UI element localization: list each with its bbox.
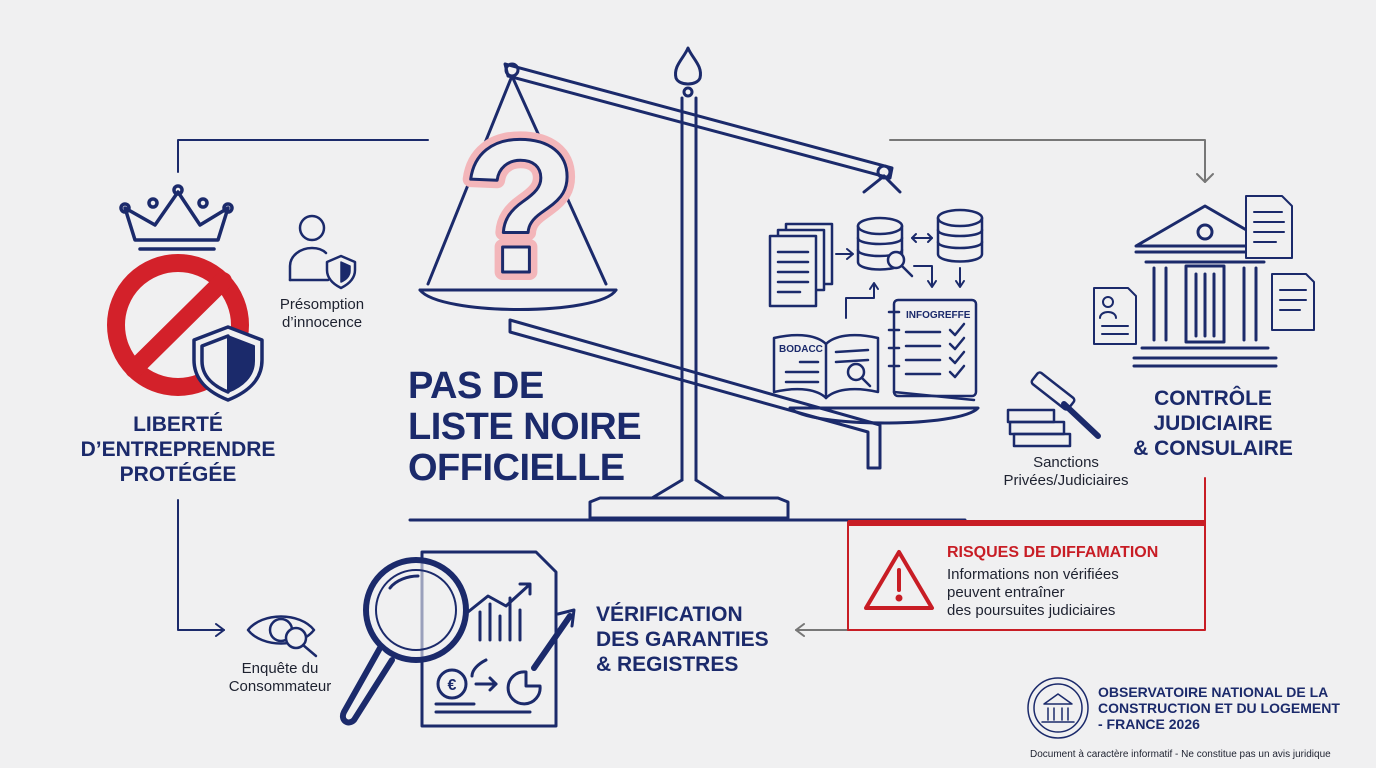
book-icon [772,333,880,400]
liberty-title-line-3: PROTÉGÉE [119,463,237,486]
enquete-label: Enquête du Consommateur [220,660,340,696]
presomption-line-1: Présomption [279,296,365,313]
crown-icon [119,184,234,251]
question-mark-icon: ? ? [454,93,586,321]
eye-search-icon [246,615,318,658]
org-line-3: - FRANCE 2026 [1098,716,1200,732]
controle-title: CONTRÔLE JUDICIAIRE & CONSULAIRE [1118,386,1308,461]
arrows [845,233,965,319]
user-shield-icon [288,214,357,290]
courthouse-icon [1132,204,1278,368]
warning-line-3: des poursuites judiciaires [947,602,1116,619]
warning-title: RISQUES DE DIFFAMATION [947,544,1159,561]
main-title-line-1: PAS DE [408,365,544,407]
seal-icon [1027,677,1089,739]
controle-title-line-2: JUDICIAIRE [1153,412,1273,435]
prohibited-icon [107,254,249,396]
warning-icon [864,550,934,610]
warning-box [847,477,1206,631]
shield-icon [192,325,264,402]
verification-title: VÉRIFICATION DES GARANTIES & REGISTRES [596,602,816,677]
document-icon-right [1093,195,1315,345]
enquete-line-2: Consommateur [228,678,332,695]
warning-line-2: peuvent entraîner [947,584,1065,601]
document-icon [768,222,834,308]
bodacc-label: BODACC [779,344,823,355]
organization-name: OBSERVATOIRE NATIONAL DE LA CONSTRUCTION… [1098,684,1358,732]
database-icon [856,216,914,278]
question-mark: ? [462,101,578,313]
main-title: PAS DE LISTE NOIRE OFFICIELLE [408,366,728,489]
scale-icon [408,46,980,522]
warning-text: Informations non vérifiées peuvent entra… [947,566,1119,620]
infogreffe-label: INFOGREFFE [906,310,971,321]
main-title-line-3: OFFICIELLE [408,447,625,489]
gavel-icon [1006,371,1101,448]
verification-line-3: & REGISTRES [596,653,739,676]
sanctions-line-2: Privées/Judiciaires [1003,472,1129,489]
sanctions-line-1: Sanctions [1033,454,1099,471]
checklist-icon [887,298,978,402]
enquete-line-1: Enquête du [241,660,319,677]
org-line-1: OBSERVATOIRE NATIONAL DE LA [1098,684,1329,700]
warning-line-1: Informations non vérifiées [947,566,1119,583]
question-mark-outline: ? [462,101,578,313]
connector-lines [177,139,429,637]
liberty-title: LIBERTÉ D’ENTREPRENDRE PROTÉGÉE [60,412,296,487]
verification-line-1: VÉRIFICATION [596,603,743,626]
verification-line-2: DES GARANTIES [596,628,769,651]
connector-lines-gray [795,139,1214,637]
main-title-line-2: LISTE NOIRE [408,406,642,448]
liberty-title-line-2: D’ENTREPRENDRE [80,438,276,461]
controle-title-line-1: CONTRÔLE [1154,387,1272,410]
svg-text:€: € [448,677,457,694]
disclaimer: Document à caractère informatif - Ne con… [1030,749,1331,760]
presomption-line-2: d’innocence [281,314,363,331]
magnifier-icon [340,557,469,726]
liberty-title-line-1: LIBERTÉ [133,413,223,436]
sanctions-label: Sanctions Privées/Judiciaires [976,454,1156,490]
org-line-2: CONSTRUCTION ET DU LOGEMENT [1098,700,1340,716]
presomption-label: Présomption d’innocence [262,296,382,332]
controle-title-line-3: & CONSULAIRE [1133,437,1293,460]
database-icon-2 [936,208,984,263]
